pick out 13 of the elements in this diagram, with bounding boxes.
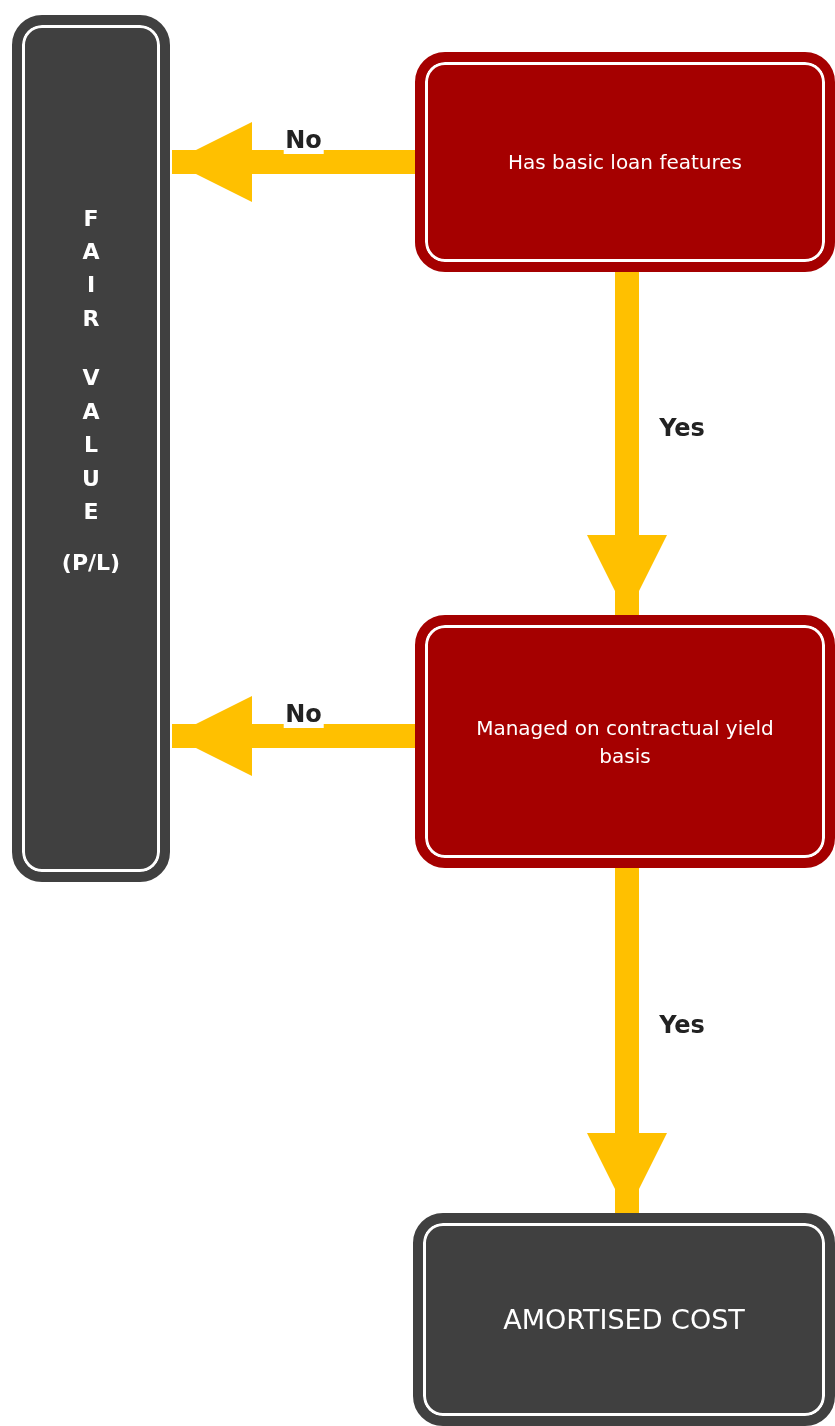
arrow (172, 122, 415, 202)
outcome-box (12, 15, 170, 882)
node-subtitle: (P/L) (61, 550, 121, 576)
vertical-label: FAIR VALUE (81, 204, 101, 527)
node-label: Managed on contractual yield basis (475, 714, 775, 770)
arrow (172, 696, 415, 776)
outcome-box (413, 1213, 835, 1426)
arrow (587, 272, 667, 615)
decision-box (415, 615, 835, 868)
node-label: Has basic loan features (506, 149, 744, 176)
node-label: AMORTISED COST (502, 1302, 746, 1337)
decision-box (415, 52, 835, 272)
arrow (587, 868, 667, 1213)
